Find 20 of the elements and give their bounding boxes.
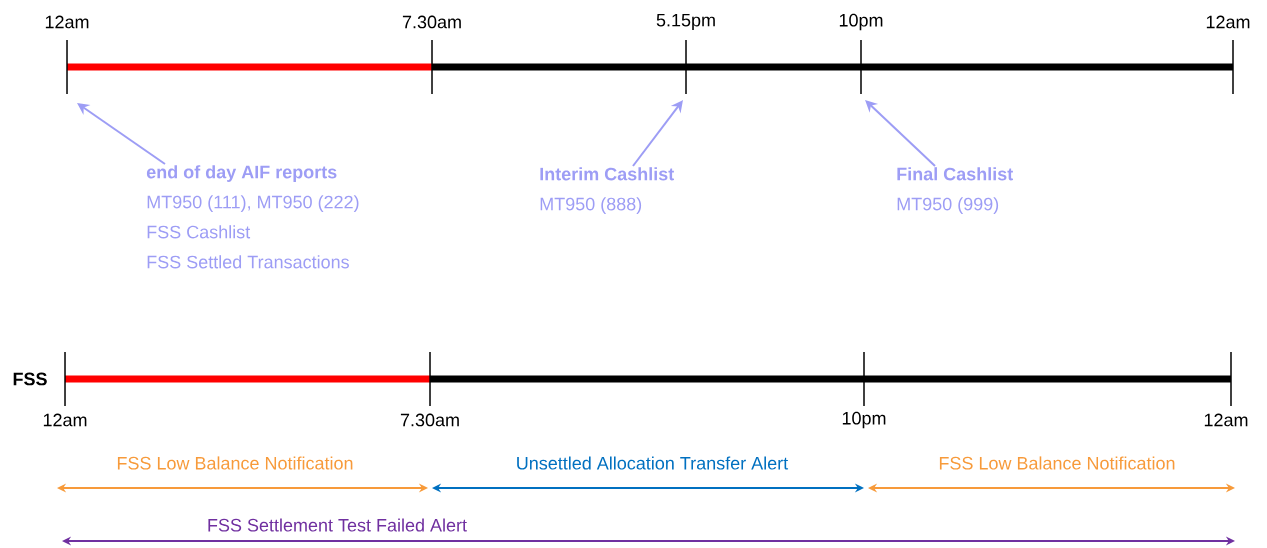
- note-text: Interim Cashlist MT950 (888): [540, 167, 674, 214]
- leader-arrow: [632, 100, 683, 167]
- leader-arrow: [865, 100, 936, 167]
- span-label: Unsettled Allocation Transfer Alert: [514, 455, 790, 471]
- time-label: 12am: [43, 413, 87, 427]
- time-label: 12am: [45, 15, 89, 29]
- time-label: 7.30am: [400, 413, 459, 427]
- time-label: 7.30am: [402, 15, 461, 29]
- time-label: 12am: [1204, 413, 1248, 427]
- span-label: FSS Low Balance Notification: [115, 455, 355, 471]
- span-label: FSS Low Balance Notification: [937, 455, 1177, 471]
- span-label: FSS Settlement Test Failed Alert: [205, 517, 469, 533]
- time-label: 10pm: [839, 13, 883, 31]
- note-text: end of day AIF reports MT950 (111), MT950 (222) FSS Cashlist FSS Settled Transactions: [146, 165, 359, 269]
- time-label: 10pm: [842, 411, 886, 429]
- time-label: 12am: [1206, 15, 1250, 29]
- timeline-name: FSS: [13, 372, 47, 386]
- leader-arrow: [77, 103, 166, 165]
- note-text: Final Cashlist MT950 (999): [897, 167, 1013, 214]
- time-label: 5.15pm: [656, 13, 715, 31]
